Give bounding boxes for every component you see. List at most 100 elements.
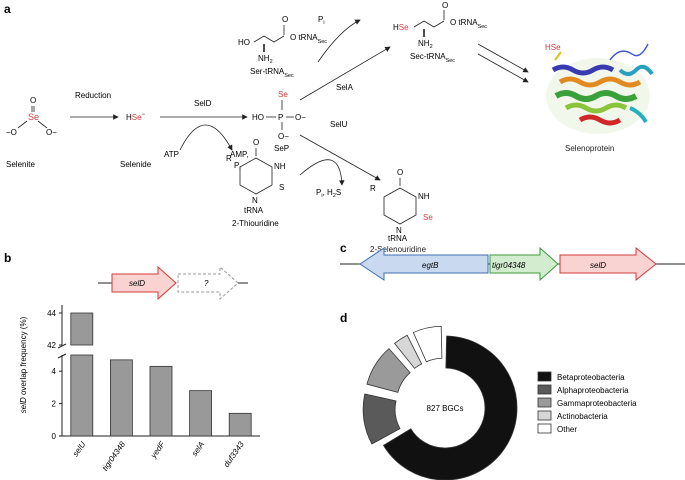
sep-label: SeP (274, 144, 289, 153)
legend-label: Alphaproteobacteria (557, 386, 629, 395)
svg-text:O: O (442, 1, 448, 10)
x-tick-label: yedF (148, 439, 167, 460)
bar-selA (189, 390, 213, 437)
ser-trna-label: Ser-tRNASec (250, 67, 294, 79)
svg-text:S: S (279, 183, 284, 192)
gene-seld-label: selD (590, 261, 606, 270)
selenite-o-left: −O (6, 128, 17, 137)
selenite-structure: Se O −O O− Selenite (6, 96, 57, 169)
legend-swatch (537, 371, 552, 382)
svg-text:tRNA: tRNA (388, 234, 408, 243)
seld-enzyme-label: SelD (194, 99, 212, 108)
svg-text:O−: O− (295, 113, 306, 122)
slice-other (412, 325, 443, 363)
bar-duf3343 (228, 412, 252, 437)
reduction-label: Reduction (75, 91, 111, 100)
svg-text:O tRNASec: O tRNASec (290, 33, 327, 45)
gene-egtb-arrow (359, 247, 489, 281)
selenoprotein-structure: HSe Selenoprotein (545, 43, 654, 153)
svg-text:Se: Se (278, 90, 288, 99)
svg-text:NH2: NH2 (418, 39, 433, 50)
svg-text:N: N (252, 196, 258, 205)
selenite-label: Selenite (6, 160, 35, 169)
gene-tigr04348-label: tigr04348 (492, 261, 526, 270)
gene-seld-arrow (559, 246, 657, 282)
legend-swatch (537, 384, 552, 395)
x-tick-label: selA (190, 440, 206, 458)
donut-center-label: 827 BGCs (427, 404, 464, 413)
legend-swatch (537, 423, 552, 434)
svg-text:R: R (370, 184, 376, 193)
x-tick-label: selU (71, 440, 88, 458)
selenoprotein-hse: HSe (545, 43, 561, 52)
svg-text:HSe: HSe (393, 23, 409, 32)
selenite-se: Se (28, 112, 39, 122)
y-axis-label: selD overlap frequency (%) (19, 316, 28, 413)
sela-enzyme-label: SelA (336, 83, 354, 92)
bar-selU (70, 354, 94, 437)
svg-text:O−: O− (278, 132, 289, 141)
selenoprotein-label: Selenoprotein (565, 144, 614, 153)
svg-text:NH: NH (418, 192, 430, 201)
gene-tigr04348-arrow (489, 246, 559, 282)
panel-c: c egtB tigr04348 selD (340, 241, 685, 282)
slice-alphaproteobacteria (362, 393, 401, 445)
svg-text:NH2: NH2 (258, 54, 273, 65)
legend-swatch (537, 410, 552, 421)
selenophosphate-structure: Se HO P O− O− SeP (252, 90, 306, 153)
unknown-gene-label: ? (204, 279, 209, 288)
bar-yedF (149, 365, 173, 437)
y-tick-label: 42 (47, 341, 56, 350)
svg-text:tRNA: tRNA (244, 206, 264, 215)
thiouridine-structure: O R NH N S tRNA 2-Thiouridine (226, 138, 286, 228)
slice-gammaproteobacteria (366, 348, 411, 393)
svg-text:N: N (396, 226, 402, 235)
legend-swatch (537, 397, 552, 408)
unknown-gene-arrow (177, 265, 239, 301)
selu-enzyme-label: SelU (330, 120, 348, 129)
svg-text:HSe−: HSe− (126, 112, 146, 122)
sec-trna-structure: HSe O O tRNASec NH2 Sec-tRNASec (393, 1, 487, 64)
thiouridine-label: 2-Thiouridine (232, 219, 279, 228)
svg-text:P: P (278, 113, 283, 122)
selenite-o-right: O− (46, 128, 57, 137)
selenide-label: Selenide (120, 160, 152, 169)
selenouridine-label: 2-Selenouridine (370, 245, 427, 254)
sec-trna-label: Sec-tRNASec (410, 52, 455, 64)
y-tick-label: 44 (47, 309, 56, 318)
gene-egtb-label: egtB (422, 261, 439, 270)
legend-label: Actinobacteria (557, 412, 608, 421)
amp-label: AMP, (230, 150, 249, 159)
seld-gene-arrow (111, 265, 177, 301)
panel-c-letter: c (340, 241, 347, 255)
svg-text:O tRNASec: O tRNASec (450, 18, 487, 30)
bar-tigr04348 (110, 359, 133, 437)
svg-text:Se: Se (423, 213, 433, 222)
svg-text:R: R (226, 154, 232, 163)
panel-b-letter: b (4, 251, 11, 265)
svg-text:HO: HO (252, 113, 264, 122)
donut-chart (362, 325, 518, 480)
legend-label: Gammaproteobacteria (557, 399, 637, 408)
svg-text:O: O (253, 138, 259, 147)
svg-text:O: O (397, 168, 403, 177)
svg-text:HO: HO (238, 38, 250, 47)
panel-a: a Se O −O O− Selenite Reduction HSe− Sel… (4, 1, 654, 243)
legend-label: Other (557, 425, 577, 434)
x-tick-label: tigr04348 (101, 440, 128, 473)
svg-text:NH: NH (274, 162, 286, 171)
x-tick-label: duf3343 (222, 440, 246, 469)
y-tick-label: 4 (52, 367, 57, 376)
selenouridine-structure: O R NH N Se tRNA (370, 168, 433, 243)
panel-b: b selD ? selD overlap frequency (%) 0244… (4, 251, 260, 472)
pi-top-label: Pi (318, 15, 325, 26)
pi-label: Pi (234, 161, 241, 172)
y-tick-label: 0 (52, 432, 57, 441)
svg-text:O: O (282, 15, 288, 24)
ser-trna-structure: HO O O tRNASec NH2 Ser-tRNASec (238, 15, 327, 79)
pi-h2s-label: Pi, H2S (316, 188, 341, 199)
seld-gene-label: selD (129, 279, 145, 288)
atp-label: ATP (164, 150, 179, 159)
bar-selU-upper (70, 312, 94, 346)
